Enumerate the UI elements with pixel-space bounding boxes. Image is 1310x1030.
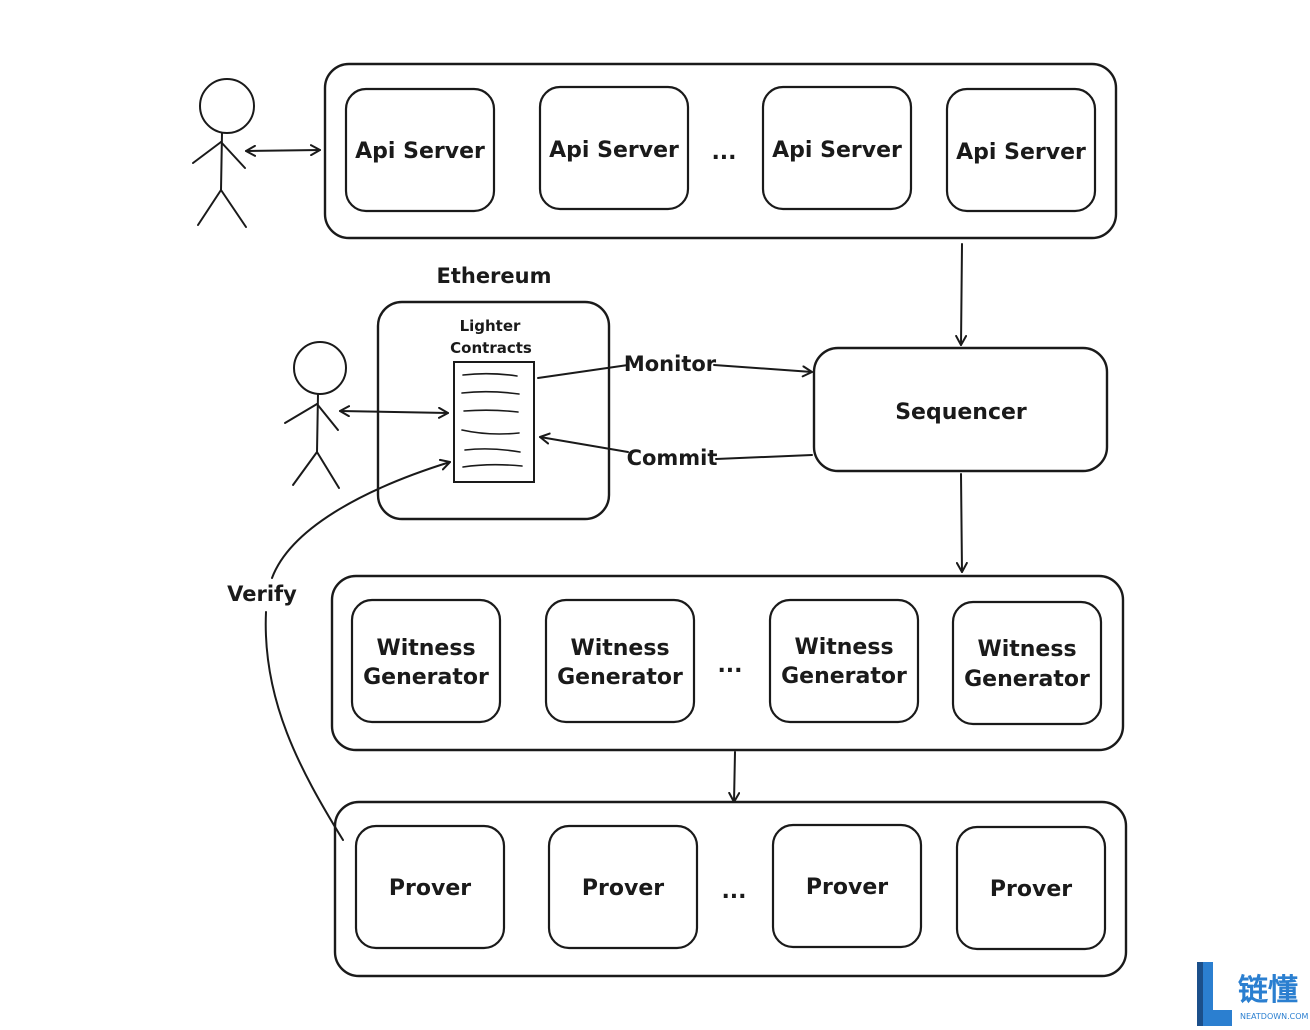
verify-label: Verify xyxy=(227,582,297,606)
user-api-arrow xyxy=(245,144,321,157)
prover-label: Prover xyxy=(389,876,471,901)
witness-label-line1: Witness xyxy=(570,636,669,661)
witness-generator-group xyxy=(330,574,1125,752)
witness-generator-box-4: Witness Generator xyxy=(951,600,1103,726)
verify-arrow-lower xyxy=(264,611,344,841)
witness-label-line2: Generator xyxy=(557,665,683,690)
prover-box-3: Prover xyxy=(771,823,923,949)
witness-to-prover-arrow xyxy=(728,751,741,803)
watermark-l-icon xyxy=(1197,962,1232,1026)
sequencer-to-witness-arrow xyxy=(955,473,968,573)
api-server-ellipsis: ... xyxy=(711,140,736,165)
witness-label-line2: Generator xyxy=(363,665,489,690)
watermark-subtext: NEATDOWN.COM xyxy=(1240,1012,1309,1021)
prover-label: Prover xyxy=(582,876,664,901)
witness-generator-box-2: Witness Generator xyxy=(544,598,696,724)
api-server-label: Api Server xyxy=(355,139,485,164)
user-stick-figure-middle xyxy=(284,341,347,489)
sequencer-label: Sequencer xyxy=(895,400,1027,425)
verify-arrow-upper xyxy=(271,458,451,579)
witness-label-line2: Generator xyxy=(964,667,1090,692)
prover-box-1: Prover xyxy=(354,824,506,950)
witness-generator-box-1: Witness Generator xyxy=(350,598,502,724)
api-to-sequencer-arrow xyxy=(955,243,968,346)
contracts-label-line2: Contracts xyxy=(450,339,532,357)
witness-label-line2: Generator xyxy=(781,664,907,689)
prover-label: Prover xyxy=(990,877,1072,902)
witness-ellipsis: ... xyxy=(717,653,742,678)
sequencer-box xyxy=(812,346,1109,473)
watermark-logo: 链懂 NEATDOWN.COM xyxy=(1197,962,1309,1026)
api-server-box-4: Api Server xyxy=(945,87,1097,213)
api-server-label: Api Server xyxy=(772,138,902,163)
contracts-label-line1: Lighter xyxy=(460,317,521,335)
witness-label-line1: Witness xyxy=(794,635,893,660)
prover-ellipsis: ... xyxy=(721,879,746,904)
api-server-box-3: Api Server xyxy=(761,85,913,211)
monitor-label: Monitor xyxy=(624,352,717,376)
prover-label: Prover xyxy=(806,875,888,900)
api-server-box-1: Api Server xyxy=(344,87,496,213)
witness-label-line1: Witness xyxy=(376,636,475,661)
prover-group xyxy=(333,800,1128,978)
api-server-label: Api Server xyxy=(549,138,679,163)
api-server-box-2: Api Server xyxy=(538,85,690,211)
monitor-arrow xyxy=(537,364,629,379)
witness-generator-box-3: Witness Generator xyxy=(768,598,920,724)
ethereum-title: Ethereum xyxy=(436,264,551,288)
commit-label: Commit xyxy=(627,446,718,470)
commit-arrow xyxy=(539,432,629,453)
prover-box-4: Prover xyxy=(955,825,1107,951)
watermark-text: 链懂 xyxy=(1238,973,1298,1008)
user-stick-figure-top xyxy=(192,78,255,228)
monitor-arrow-head xyxy=(713,364,813,378)
witness-label-line1: Witness xyxy=(977,637,1076,662)
api-server-label: Api Server xyxy=(956,140,1086,165)
api-server-group xyxy=(323,62,1118,240)
contracts-document-icon xyxy=(453,361,535,483)
user-contracts-arrow xyxy=(339,405,449,419)
commit-arrow-tail xyxy=(715,454,813,460)
prover-box-2: Prover xyxy=(547,824,699,950)
